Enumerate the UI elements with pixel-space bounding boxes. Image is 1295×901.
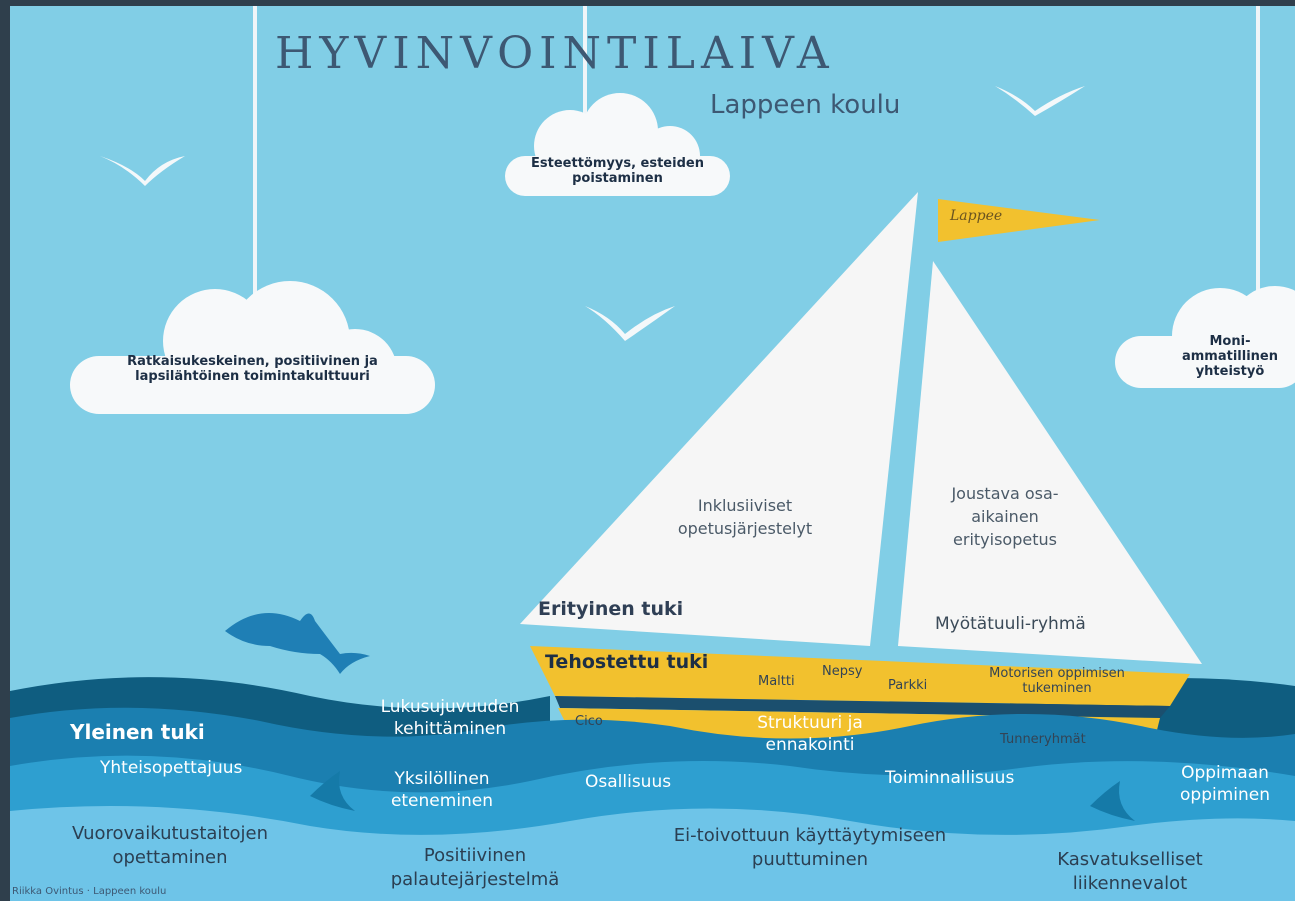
bird-left — [100, 156, 185, 186]
hull-item: Parkki — [888, 678, 928, 693]
cloud-top — [505, 93, 730, 196]
hull-stripe — [555, 696, 1170, 718]
wave-item: Kasvatukselliset liikennevalot — [1057, 849, 1203, 894]
wave-item: Oppimaan oppiminen — [1180, 763, 1270, 805]
credit: Riikka Ovintus · Lappeen koulu — [12, 886, 167, 897]
sail-right-label: Joustava osa-aikainen erityisopetus — [951, 484, 1059, 549]
wave-item: Struktuuri ja ennakointi — [757, 713, 863, 755]
dolphin — [225, 613, 370, 674]
poster-subtitle: Lappeen koulu — [710, 90, 901, 120]
sail-right — [898, 261, 1202, 664]
sail-right-group: Myötätuuli-ryhmä — [935, 614, 1086, 634]
cloud-left-text: Ratkaisukeskeinen, positiivinen ja lapsi… — [127, 354, 378, 384]
hull-item: Motorisen oppimisen tukeminen — [989, 666, 1125, 696]
hull-title: Tehostettu tuki — [545, 651, 709, 673]
poster: HYVINVOINTILAIVA Lappeen koulu Esteettöm… — [10, 6, 1295, 901]
hull-item: Tunneryhmät — [1000, 732, 1086, 747]
wave-item: Yksilöllinen eteneminen — [390, 769, 494, 811]
hull-item: Nepsy — [822, 664, 863, 679]
hull-top — [530, 646, 1190, 706]
wave-item: Ei-toivottuun käyttäytymiseen puuttumine… — [673, 825, 947, 870]
cloud-right — [1115, 286, 1295, 388]
sail-left-title: Erityinen tuki — [538, 598, 684, 620]
wave-item: Lukusujuvuuden kehittäminen — [380, 697, 520, 739]
wave-item: Toiminnallisuus — [885, 768, 1015, 788]
waves-title: Yleinen tuki — [70, 720, 205, 744]
cloud-left — [70, 281, 435, 414]
wave-item: Osallisuus — [585, 772, 672, 792]
bird-right — [995, 86, 1085, 116]
wave-item: Vuorovaikutustaitojen opettaminen — [72, 823, 268, 868]
bird-middle — [585, 306, 675, 341]
whale-tail-left — [310, 771, 355, 811]
wave-item: Positiivinen palautejärjestelmä — [390, 845, 560, 890]
whale-tail-right — [1090, 781, 1135, 821]
poster-title: HYVINVOINTILAIVA — [275, 28, 835, 79]
cloud-right-text: Moni-ammatillinen yhteistyö — [1181, 334, 1278, 379]
flag-text: Lappee — [950, 208, 1003, 224]
wave-item: Yhteisopettajuus — [100, 758, 243, 778]
wave-3 — [10, 806, 1295, 901]
sail-left — [520, 192, 918, 646]
flag — [938, 199, 1100, 242]
hull-item: Cico — [575, 714, 603, 729]
hull-item: Maltti — [758, 674, 795, 689]
sail-left-label: Inklusiiviset opetusjärjestelyt — [677, 496, 813, 538]
poster-art — [10, 6, 1295, 901]
cloud-top-text: Esteettömyys, esteiden poistaminen — [531, 156, 704, 186]
